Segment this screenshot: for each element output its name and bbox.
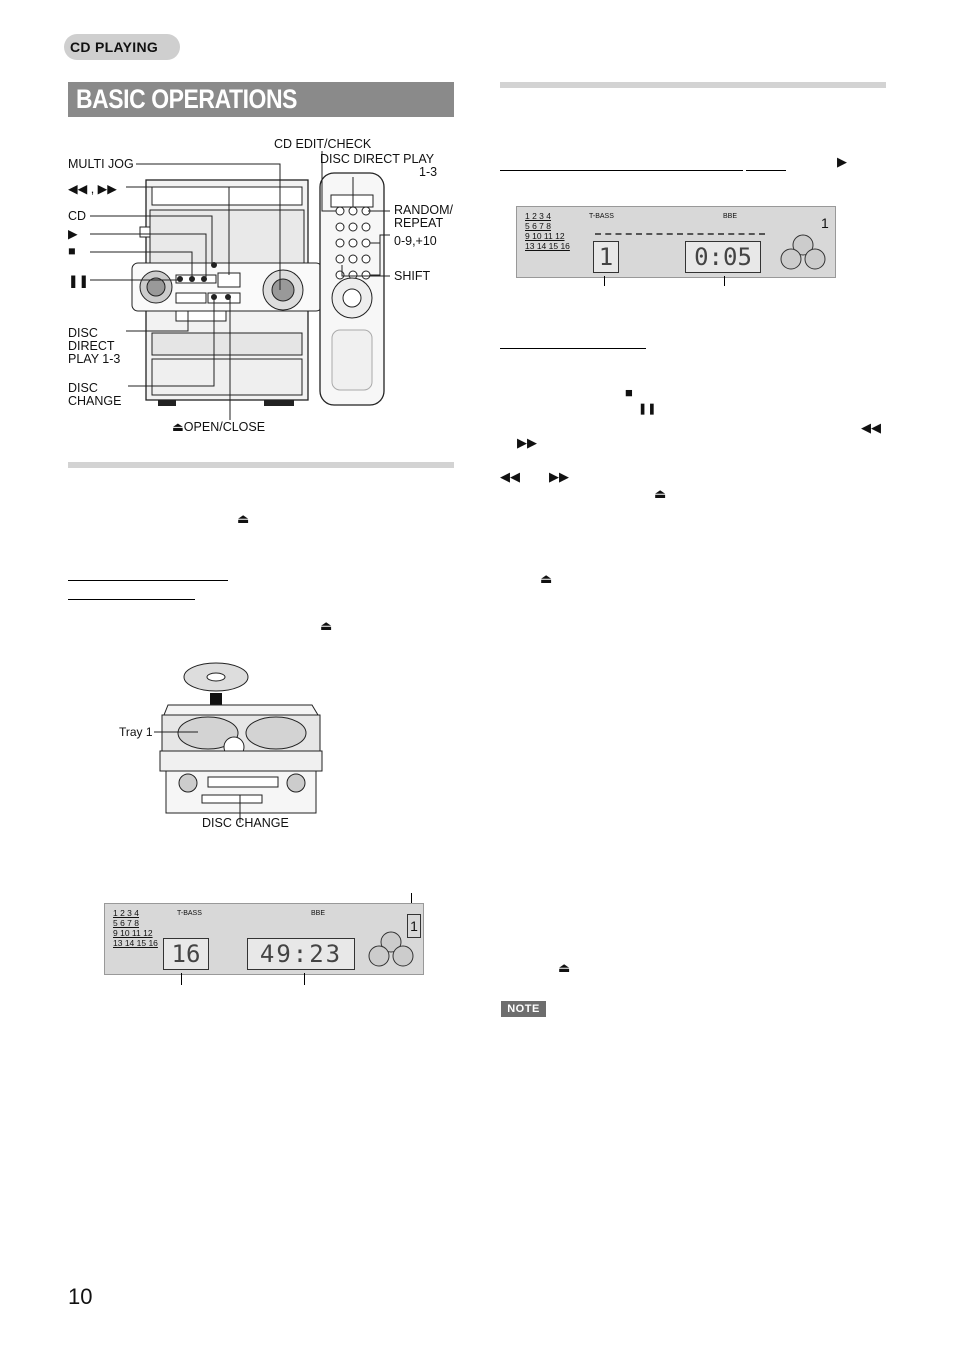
- track-calendar: 1 2 3 4 5 6 7 8 9 10 11 12 13 14 15 16: [525, 211, 570, 251]
- lcd-display-left: 1 2 3 4 5 6 7 8 9 10 11 12 13 14 15 16 T…: [104, 903, 424, 975]
- open-close-label: ⏏OPEN/CLOSE: [172, 420, 266, 434]
- cd-label: CD: [68, 209, 87, 223]
- disc-direct-label-2: DIRECT: [68, 339, 115, 353]
- disc-tray-icon: [368, 931, 414, 967]
- track-row: 5 6 7 8: [113, 918, 139, 928]
- right-title-rule: [500, 82, 886, 88]
- eject-icon: ⏏: [558, 960, 571, 975]
- underline-right-2: [746, 170, 786, 171]
- disc-direct-play-label: DISC DIRECT PLAY: [320, 152, 435, 166]
- eject-icon: ⏏: [654, 486, 667, 501]
- section-tag: CD PLAYING: [64, 34, 180, 60]
- pause-label: ❚❚: [68, 274, 89, 288]
- stop-icon: ■: [625, 385, 633, 400]
- eject-icon: ⏏: [320, 618, 333, 633]
- rewind-icon: ◀◀: [861, 420, 881, 435]
- track-number-display: 16: [163, 938, 209, 970]
- random-repeat-label-2: REPEAT: [394, 216, 444, 230]
- unit-diagram: MULTI JOG ◀◀ , ▶▶ CD ▶ ■ ❚❚ DISC DIRECT …: [68, 135, 458, 435]
- number-buttons-label: 0-9,+10: [394, 234, 437, 248]
- track-row: 9 10 11 12: [525, 231, 565, 241]
- callout-line: [304, 973, 305, 985]
- track-row: 9 10 11 12: [113, 928, 153, 938]
- left-section-rule: [68, 462, 454, 468]
- disc-direct-label-1: DISC: [68, 326, 98, 340]
- callout-line: [411, 893, 412, 903]
- tray-1-label: Tray 1: [119, 725, 153, 739]
- disc-change-label-2: CHANGE: [68, 394, 122, 408]
- disc-tray-illustration: [154, 662, 323, 823]
- play-label: ▶: [68, 227, 78, 241]
- bbe-indicator: BBE: [311, 910, 326, 917]
- disc-direct-play-range: 1-3: [419, 165, 438, 179]
- eject-icon: ⏏: [540, 571, 553, 586]
- track-row: 13 14 15 16: [525, 241, 570, 251]
- rewind-icon: ◀◀: [500, 469, 520, 484]
- track-row: 5 6 7 8: [525, 221, 551, 231]
- page-title-bar: BASIC OPERATIONS: [68, 82, 454, 117]
- page-title: BASIC OPERATIONS: [76, 84, 298, 114]
- stop-label: ■: [68, 244, 76, 258]
- page-number: 10: [68, 1284, 93, 1309]
- tbass-indicator: T-BASS: [177, 910, 202, 917]
- fast-forward-icon: ▶▶: [549, 469, 569, 484]
- track-row: 1 2 3 4: [525, 211, 551, 221]
- track-number-display: 1: [593, 241, 619, 273]
- skip-buttons-label: ◀◀ , ▶▶: [68, 182, 117, 196]
- underline-2: [68, 599, 195, 600]
- callout-line: [181, 973, 182, 985]
- stereo-unit-illustration: [90, 151, 390, 420]
- tray-diagram: Tray 1 DISC CHANGE: [116, 655, 336, 835]
- underline-right-1: [500, 170, 743, 171]
- cd-edit-check-label: CD EDIT/CHECK: [274, 137, 372, 151]
- disc-change-label-1: DISC: [68, 381, 98, 395]
- or-text: or: [533, 470, 544, 484]
- track-row: 1 2 3 4: [113, 908, 139, 918]
- play-icon: ▶: [837, 154, 847, 169]
- disc-change-tray-label: DISC CHANGE: [202, 816, 289, 830]
- disc-number-display: 1: [407, 914, 421, 938]
- track-row: 13 14 15 16: [113, 938, 158, 948]
- fast-forward-icon: ▶▶: [517, 435, 537, 450]
- pause-icon: ❚❚: [638, 403, 657, 415]
- multi-jog-label: MULTI JOG: [68, 157, 134, 171]
- track-calendar: 1 2 3 4 5 6 7 8 9 10 11 12 13 14 15 16: [113, 908, 158, 948]
- tbass-indicator: T-BASS: [589, 213, 614, 220]
- elapsed-time-display: 49:23: [247, 938, 355, 970]
- eject-icon: ⏏: [237, 511, 250, 526]
- disc-direct-label-3: PLAY 1-3: [68, 352, 121, 366]
- disc-tray-icon: [780, 234, 826, 270]
- elapsed-time-display: 0:05: [685, 241, 761, 273]
- underline-right-3: [500, 348, 646, 349]
- bbe-indicator: BBE: [723, 213, 738, 220]
- random-repeat-label-1: RANDOM/: [394, 203, 454, 217]
- lcd-display-right: 1 2 3 4 5 6 7 8 9 10 11 12 13 14 15 16 T…: [516, 206, 836, 278]
- track-dash-row: [595, 233, 765, 236]
- underline-1: [68, 580, 228, 581]
- disc-number-display: 1: [821, 215, 829, 231]
- callout-line: [604, 276, 605, 286]
- callout-line: [724, 276, 725, 286]
- shift-label: SHIFT: [394, 269, 431, 283]
- note-badge: NOTE: [501, 1001, 546, 1017]
